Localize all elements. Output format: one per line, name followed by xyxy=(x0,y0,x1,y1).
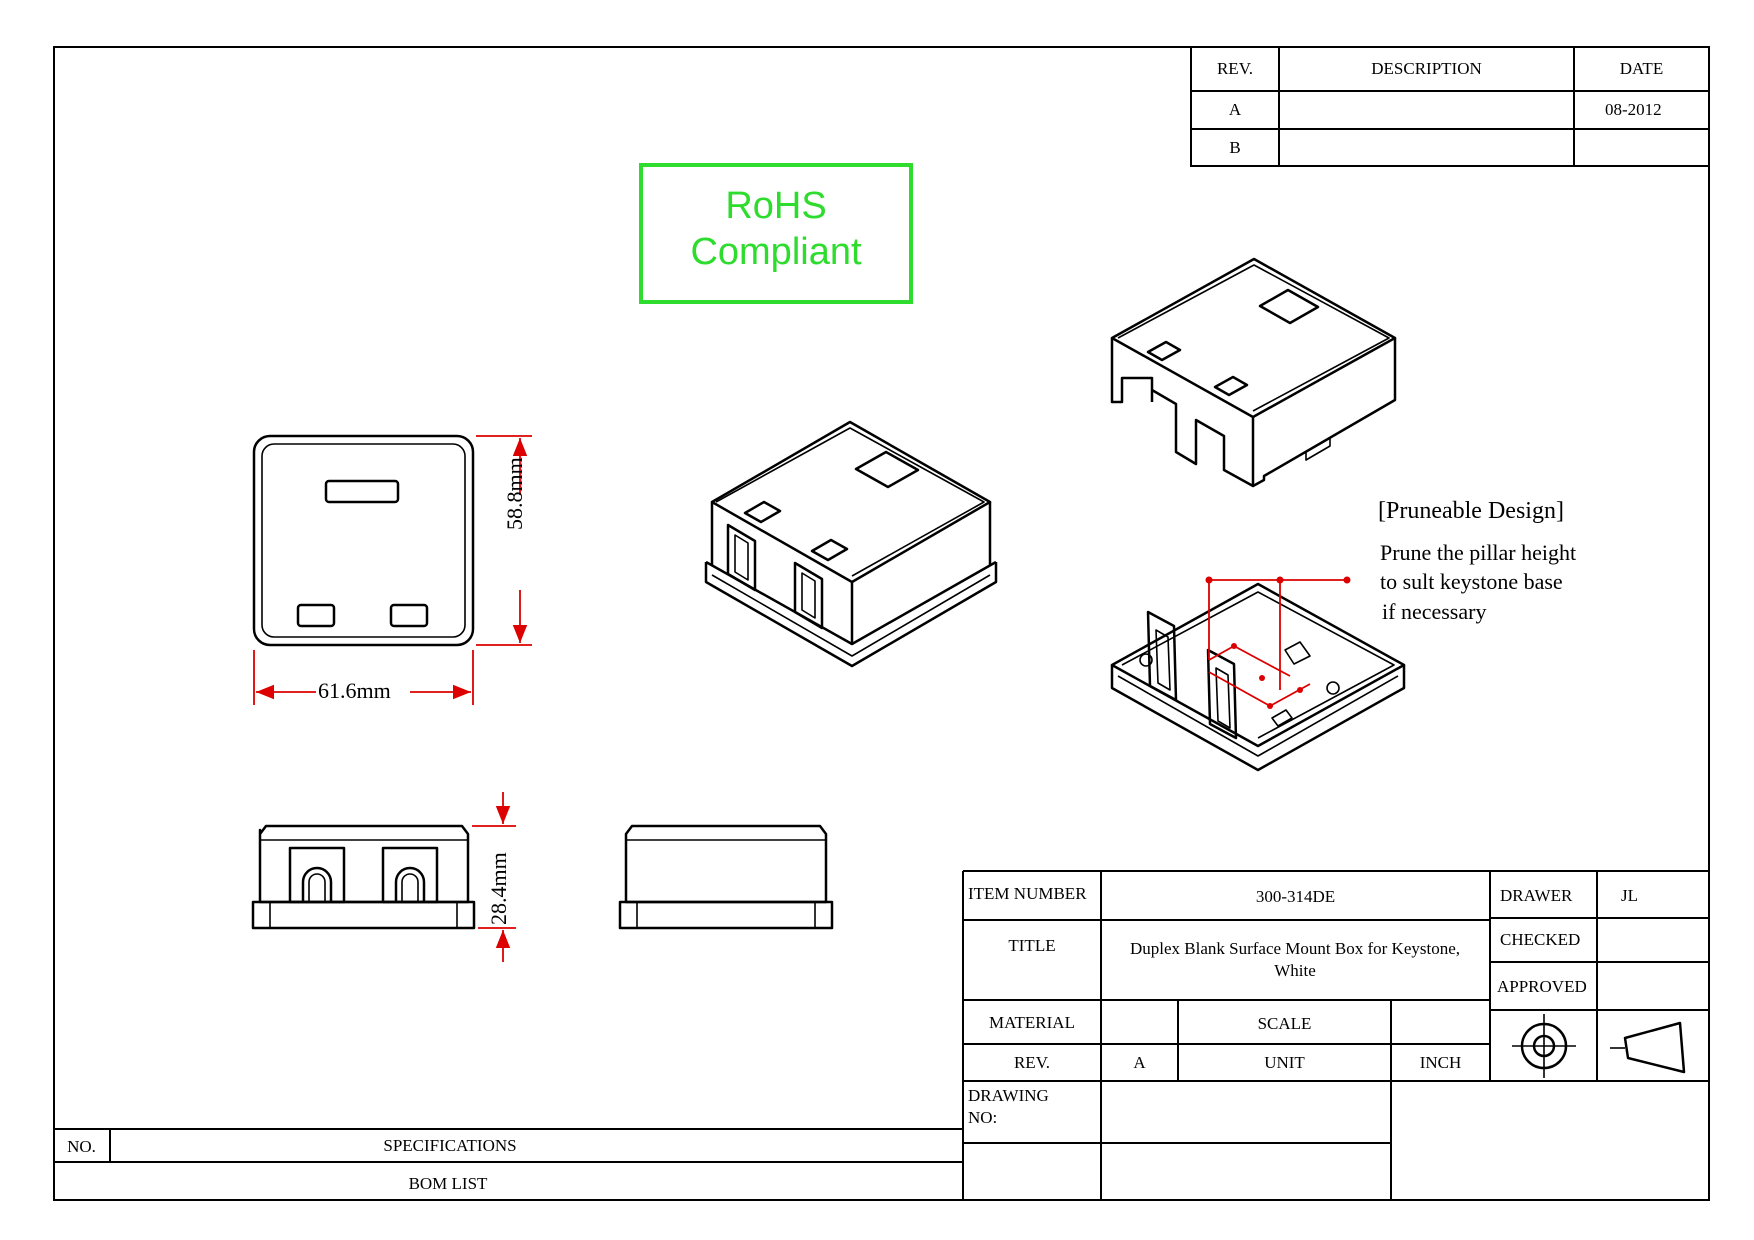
title-block-grid xyxy=(53,870,1710,1201)
rohs-badge: RoHS Compliant xyxy=(639,163,913,304)
bom-list-label: BOM LIST xyxy=(408,1174,488,1193)
width-dimension xyxy=(253,650,474,705)
item-number-value: 300-314DE xyxy=(1255,887,1336,906)
rev-header: REV. xyxy=(1190,46,1280,92)
rev-label: REV. xyxy=(1013,1053,1051,1072)
depth-dimension-label: 58.8mm xyxy=(502,457,527,530)
rev-cell: B xyxy=(1190,128,1280,167)
checked-label: CHECKED xyxy=(1500,930,1581,949)
rev-cell: A xyxy=(1190,90,1280,130)
depth-dimension xyxy=(476,435,532,646)
front-view xyxy=(251,824,476,930)
approved-label: APPROVED xyxy=(1497,977,1587,996)
height-dimension-label: 28.4mm xyxy=(486,852,511,925)
projection-symbol xyxy=(1512,1014,1686,1078)
note-line: to sult keystone base xyxy=(1380,569,1563,594)
drawing-no-label: DRAWING NO: xyxy=(968,1086,1049,1127)
date-cell: 08-2012 xyxy=(1573,90,1710,130)
drawer-value: JL xyxy=(1621,886,1638,905)
description-header: DESCRIPTION xyxy=(1278,46,1575,92)
description-cell xyxy=(1278,128,1575,167)
drawing-frame xyxy=(53,46,1710,1201)
bom-no-label: NO. xyxy=(67,1137,96,1156)
side-view xyxy=(618,824,834,930)
specifications-label: SPECIFICATIONS xyxy=(383,1136,517,1155)
isometric-view xyxy=(704,420,998,668)
title-label: TITLE xyxy=(1008,936,1056,955)
revision-table: REV. DESCRIPTION DATE A 08-2012 B xyxy=(1190,46,1710,167)
drawer-label: DRAWER xyxy=(1500,886,1573,905)
scale-label: SCALE xyxy=(1257,1014,1312,1033)
note-line: Prune the pillar height xyxy=(1380,540,1577,565)
top-view xyxy=(252,434,475,647)
note-heading: [Pruneable Design] xyxy=(1378,498,1564,524)
description-cell xyxy=(1278,90,1575,130)
width-dimension-label: 61.6mm xyxy=(318,678,391,703)
isometric-base xyxy=(1110,576,1406,772)
title-value: Duplex Blank Surface Mount Box for Keyst… xyxy=(1129,939,1461,980)
rohs-badge-line1: RoHS xyxy=(725,185,827,227)
date-cell xyxy=(1573,128,1710,167)
rev-value: A xyxy=(1133,1053,1146,1072)
height-dimension xyxy=(472,792,516,962)
date-header: DATE xyxy=(1573,46,1710,92)
note-line: if necessary xyxy=(1382,599,1487,624)
unit-label: UNIT xyxy=(1264,1053,1305,1072)
rohs-badge-line2: Compliant xyxy=(690,231,862,273)
item-number-label: ITEM NUMBER xyxy=(968,884,1087,903)
unit-value: INCH xyxy=(1419,1053,1462,1072)
material-label: MATERIAL xyxy=(989,1013,1075,1032)
isometric-cover xyxy=(1110,257,1397,488)
